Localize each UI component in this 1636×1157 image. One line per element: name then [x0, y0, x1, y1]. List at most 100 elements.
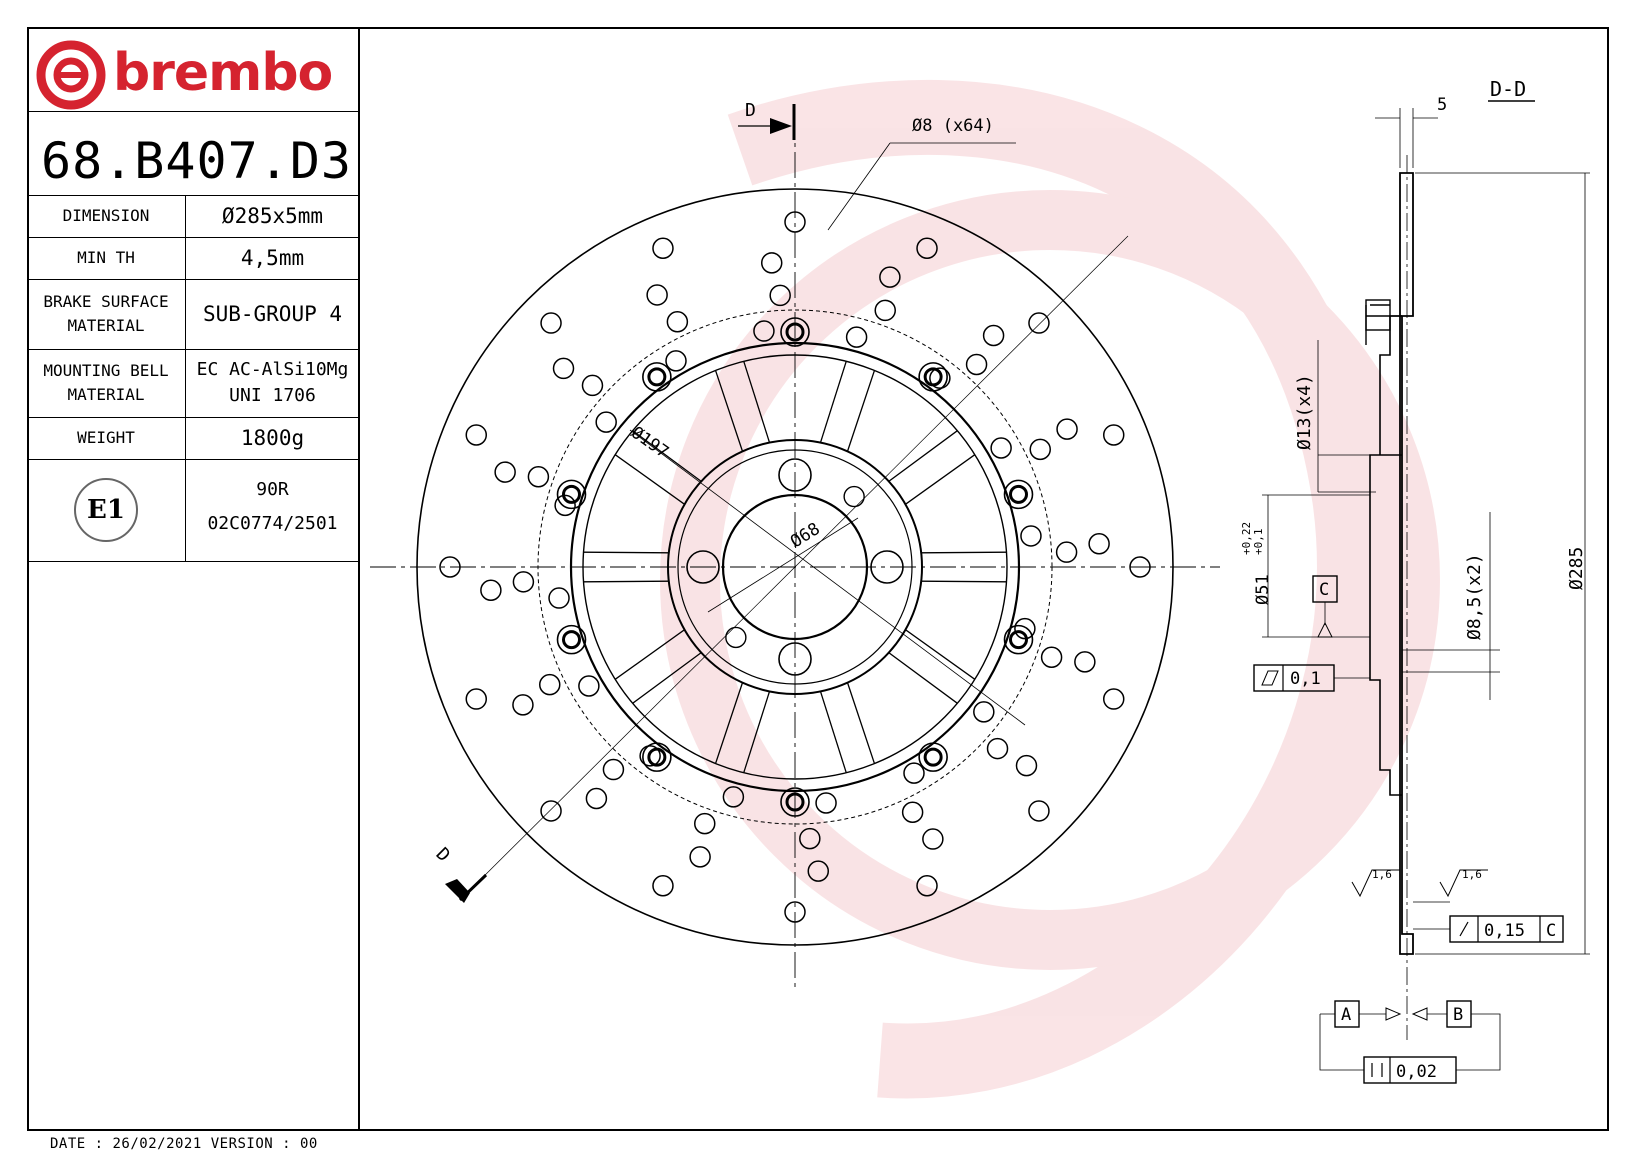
hub-pin-hole: [843, 485, 865, 508]
drilled-hole: [595, 411, 617, 433]
spoke-edge: [819, 691, 847, 773]
dim-13: Ø13(x4): [1294, 374, 1315, 450]
spoke-edge: [743, 361, 771, 443]
drilled-hole: [1074, 651, 1096, 673]
spoke-edge: [583, 580, 669, 583]
dim-51-tol-upper: +0,22: [1240, 522, 1253, 555]
rivet-core: [647, 367, 667, 387]
spoke-edge: [614, 454, 685, 505]
drilled-hole: [465, 688, 488, 710]
spoke-edge: [583, 551, 669, 554]
drilled-hole: [1056, 418, 1078, 440]
drilled-hole: [982, 324, 1005, 347]
drilled-hole: [760, 252, 783, 274]
drilled-hole: [916, 237, 938, 260]
drilled-hole: [1014, 617, 1036, 640]
drilled-hole: [578, 675, 600, 697]
drilled-holes: [439, 211, 1151, 923]
rivet: [1003, 624, 1034, 655]
hub-pin-hole: [725, 626, 747, 649]
dim-thickness: 5: [1437, 95, 1447, 115]
drilled-hole: [548, 587, 570, 609]
drilled-hole: [585, 787, 608, 810]
drilled-hole: [986, 737, 1009, 760]
parallelism-value: 0,02: [1396, 1062, 1437, 1082]
drilled-hole: [753, 320, 775, 342]
drilled-hole: [512, 694, 534, 716]
dim-8-5: Ø8,5(x2): [1464, 553, 1485, 640]
drawing-sheet: [27, 27, 1609, 1131]
drilled-hole: [1015, 754, 1038, 777]
rivet: [642, 362, 672, 392]
rivet: [918, 362, 948, 392]
bell-spokes: [583, 361, 1007, 773]
drilled-hole: [1029, 438, 1051, 461]
drilled-hole: [666, 311, 689, 333]
rivet-core: [923, 367, 943, 387]
drilled-hole: [965, 353, 988, 376]
title-block: brembo 68.B407.D3 DIMENSION Ø285x5mm MIN…: [27, 27, 360, 1131]
spec-label-min-th: MIN TH: [77, 248, 135, 267]
drilled-hole: [540, 312, 562, 334]
spec-value-weight: 1800g: [240, 426, 305, 450]
drilled-hole: [973, 701, 995, 723]
drilled-hole: [874, 299, 896, 322]
drilled-hole: [540, 800, 562, 822]
brembo-logo-icon: [36, 40, 106, 110]
rivet: [642, 742, 672, 772]
homologation-line1: 90R: [256, 479, 289, 500]
spoke-edge: [714, 370, 744, 452]
holes-note: Ø8 (x64): [912, 116, 994, 136]
drilled-hole: [722, 786, 745, 808]
spec-value-brake-surface: SUB-GROUP 4: [202, 302, 343, 326]
spoke-edge: [846, 682, 876, 764]
drilled-hole: [903, 762, 925, 784]
drilled-hole: [1040, 646, 1063, 668]
drilled-hole: [1028, 800, 1050, 822]
spec-label-brake-surface: BRAKE SURFACE MATERIAL: [43, 292, 169, 335]
drilled-hole: [694, 812, 716, 835]
roughness-left: 1,6: [1372, 868, 1392, 881]
spoke-edge: [714, 682, 744, 764]
section-mark-top: D: [738, 100, 796, 140]
drilled-hole: [512, 571, 535, 593]
hub-bolt-hole: [686, 550, 720, 584]
rivet-core: [647, 747, 667, 767]
spec-label-dimension: DIMENSION: [62, 206, 150, 225]
drilled-hole: [922, 828, 944, 850]
drilled-hole: [689, 846, 711, 868]
runout-value: 0,15: [1484, 921, 1525, 941]
roughness-right: 1,6: [1462, 868, 1482, 881]
drilled-hole: [901, 801, 924, 823]
spoke-edge: [905, 454, 976, 505]
section-mark-bottom: D: [432, 844, 488, 903]
drilled-hole: [581, 374, 604, 397]
rivet-core: [923, 747, 943, 767]
rivet-core: [1008, 630, 1028, 650]
datum-a: A: [1341, 1005, 1351, 1025]
spec-value-dimension: Ø285x5mm: [221, 204, 324, 228]
drilled-hole: [554, 494, 576, 517]
spoke-edge: [921, 551, 1007, 554]
drilled-hole: [527, 466, 550, 488]
drilled-hole: [1055, 541, 1078, 563]
drilled-hole: [639, 745, 661, 767]
drilled-hole: [845, 326, 868, 348]
homologation-mark: E1: [74, 478, 138, 542]
flatness-value: 0,1: [1290, 669, 1321, 689]
drilled-hole: [1020, 525, 1042, 547]
spoke-edge: [614, 629, 685, 680]
rivet-core: [1008, 484, 1028, 504]
section-view-label: D-D: [1490, 77, 1526, 101]
drilled-hole: [652, 237, 674, 260]
drilled-hole: [807, 860, 830, 882]
drilled-hole: [1102, 424, 1125, 446]
dim-68: Ø68: [787, 519, 824, 552]
rivet: [918, 742, 948, 772]
drilled-hole: [879, 266, 901, 288]
dim-51: Ø51: [1253, 574, 1273, 605]
drilled-hole: [1088, 532, 1110, 555]
spoke-edge: [905, 629, 976, 680]
homologation-line2: 02C0774/2501: [207, 513, 338, 534]
